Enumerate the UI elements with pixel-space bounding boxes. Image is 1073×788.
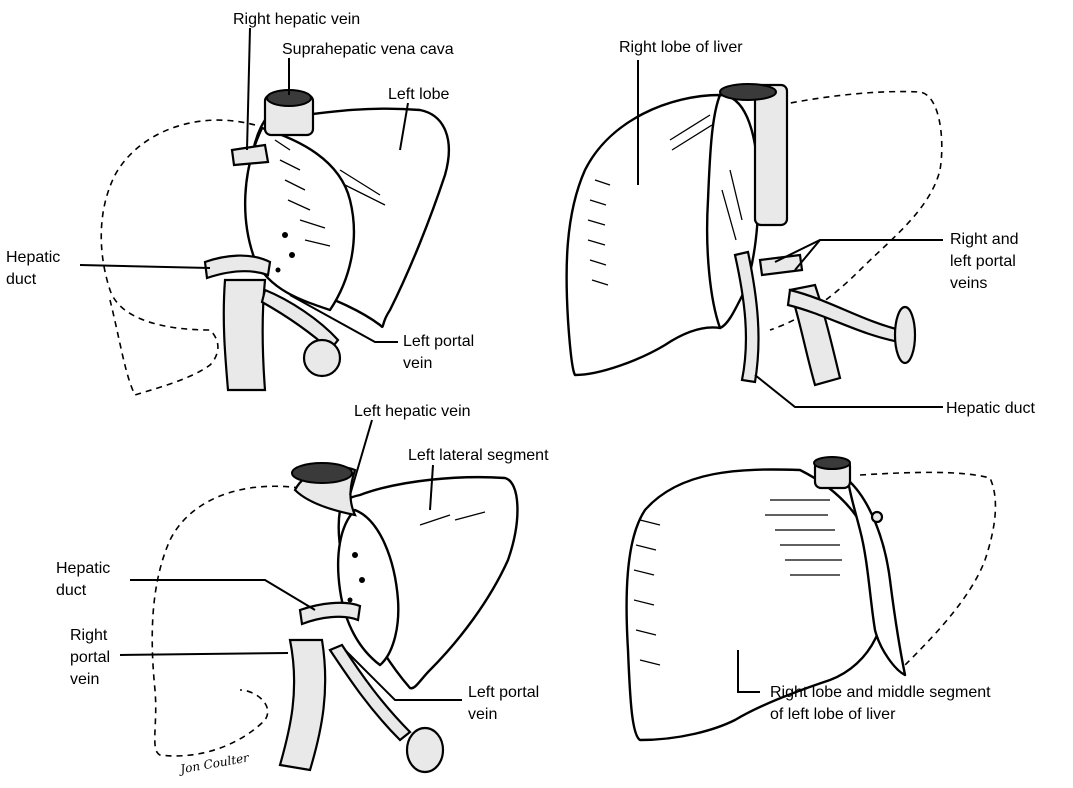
label-right-portal-vein-c: vein [70,671,99,688]
left-hepatic-vein-opening [292,463,352,483]
liver-outline-dashed [152,486,300,756]
label-right-left-portal-c: veins [950,275,987,292]
right-hepatic-vein-stub [232,145,268,165]
label-hepatic-duct-3b: duct [56,582,87,599]
label-right-lobe-middle-b: of left lobe of liver [770,706,896,723]
panel-bottom-left [152,463,517,772]
vena-cava-2-opening [720,84,776,100]
panel-top-left [101,90,449,395]
portal-vein-main [224,280,265,390]
panel-top-right [567,84,942,385]
label-right-left-portal-a: Right and [950,231,1019,248]
label-hepatic-duct-2: Hepatic duct [946,400,1035,417]
label-right-left-portal-b: left portal [950,253,1016,270]
label-right-portal-vein-b: portal [70,649,110,666]
label-left-lobe: Left lobe [388,86,449,103]
portal-bulb-2 [895,307,915,363]
label-hepatic-duct-3a: Hepatic [56,560,110,577]
vena-cava-2 [755,85,787,225]
label-left-lateral-segment: Left lateral segment [408,447,549,464]
vessel-stub-4 [872,512,882,522]
hepatic-duct-2-tube [735,252,759,382]
artist-signature: Jon Coulter [176,750,251,777]
label-left-portal-vein-3b: vein [468,706,497,723]
label-left-hepatic-vein: Left hepatic vein [354,403,471,420]
label-right-lobe-of-liver: Right lobe of liver [619,39,743,56]
label-left-portal-vein-1a: Left portal [403,333,474,350]
label-hepatic-duct-1a: Hepatic [6,249,60,266]
portal-bulb-3 [407,728,443,772]
vena-cava-4-opening [814,457,850,469]
label-left-portal-vein-1b: vein [403,355,432,372]
label-left-portal-vein-3a: Left portal [468,684,539,701]
portal-vein-3 [280,640,325,770]
label-right-portal-vein-a: Right [70,627,108,644]
label-suprahepatic-vena-cava: Suprahepatic vena cava [282,41,454,58]
label-right-hepatic-vein: Right hepatic vein [233,11,360,28]
label-right-lobe-middle-a: Right lobe and middle segment [770,684,991,701]
hepatic-duct-tube [205,256,270,278]
portal-bulb [304,340,340,376]
label-hepatic-duct-1b: duct [6,271,37,288]
